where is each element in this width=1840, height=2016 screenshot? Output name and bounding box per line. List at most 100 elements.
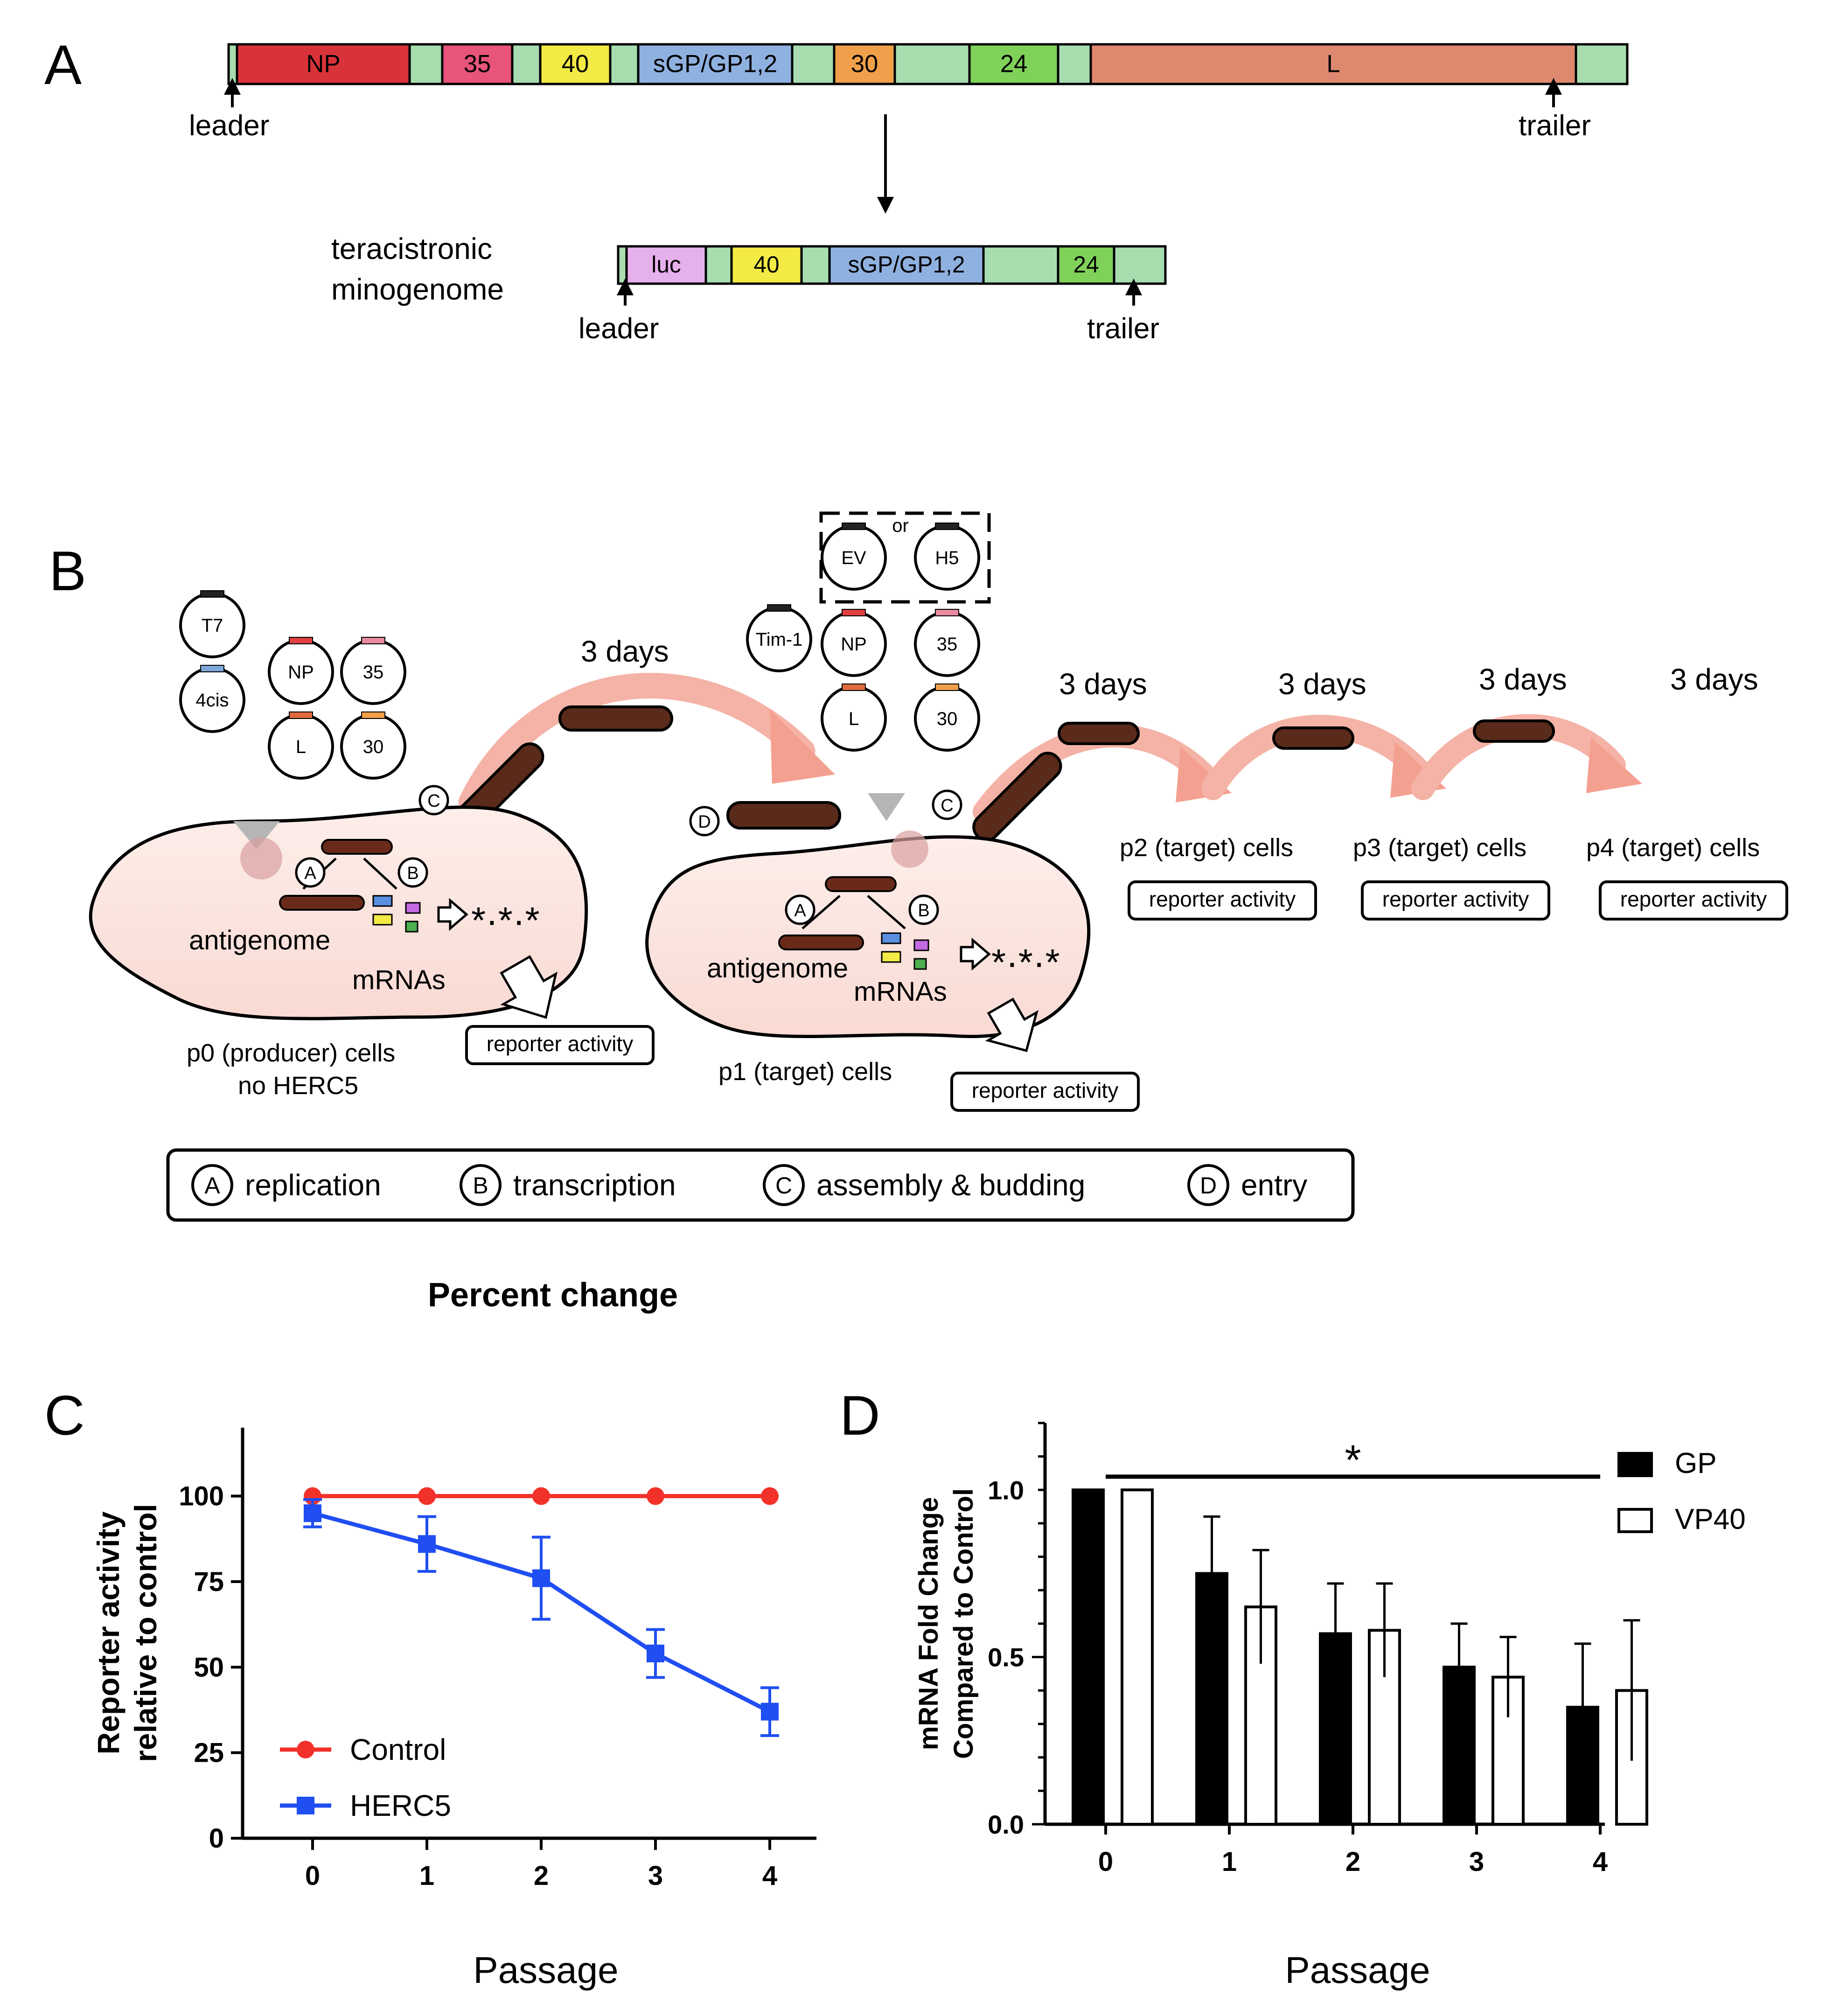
- intergenic-segment: [800, 245, 831, 285]
- x-tick-label: 3: [648, 1861, 663, 1891]
- step-marker-letter: A: [304, 864, 316, 883]
- legend-marker: [297, 1797, 314, 1814]
- days-label-3: 3 days: [1278, 667, 1366, 701]
- gene-segment: [539, 43, 612, 85]
- data-point: [418, 1487, 436, 1505]
- intergenic-segment: [511, 43, 542, 85]
- legend-step-text: transcription: [513, 1168, 676, 1202]
- reporter-boxes: reporter activity reporter activity repo…: [465, 880, 1788, 1112]
- reporter-box-p2: [1128, 880, 1317, 921]
- virion: [558, 705, 673, 732]
- panel-a-letter: A: [44, 34, 82, 96]
- data-point: [761, 1702, 779, 1721]
- virion: [1058, 722, 1140, 745]
- intergenic-segment: [609, 43, 640, 85]
- gene-segment: [236, 43, 411, 85]
- step-marker-letter: B: [407, 864, 418, 883]
- transfer-arrowhead-p0-p1: [770, 709, 835, 784]
- panel-d-letter: D: [840, 1384, 880, 1447]
- plasmid-insert: [935, 684, 959, 691]
- budding-virion: [972, 752, 1062, 842]
- p1-caption: p1 (target) cells: [718, 1058, 892, 1086]
- legend-step-letter: D: [1200, 1172, 1217, 1199]
- mrna-glyph: [372, 895, 393, 907]
- reporter-box-p0: [465, 1025, 655, 1065]
- legend-step-marker: [1187, 1164, 1229, 1206]
- plasmid-insert: [289, 637, 313, 644]
- legend-step-letter: B: [473, 1172, 488, 1199]
- reporter-label-p1: reporter activity: [972, 1078, 1118, 1102]
- step-marker: [418, 785, 449, 816]
- y-axis-title-line2: Compared to Control: [948, 1488, 979, 1759]
- antigenome-rna: [279, 895, 365, 911]
- data-point: [532, 1569, 550, 1587]
- x-axis-title: Passage: [1285, 1949, 1430, 1991]
- x-tick-label: 4: [762, 1861, 777, 1891]
- legend-step-letter: A: [204, 1172, 220, 1199]
- step-marker-letter: A: [794, 901, 806, 921]
- p4-caption: p4 (target) cells: [1586, 834, 1760, 862]
- legend-step-marker: [763, 1164, 805, 1206]
- bar-vp40: [1121, 1488, 1154, 1826]
- gene-segment: [833, 43, 896, 85]
- legend-step-text: entry: [1241, 1168, 1307, 1202]
- y-tick-label: 50: [194, 1652, 224, 1682]
- x-tick-label: 0: [1098, 1847, 1113, 1877]
- transfer-arrow-p0-p1: [458, 673, 815, 816]
- or-label: or: [892, 516, 909, 536]
- alternative-plasmid-box: [819, 511, 991, 604]
- antigenome-rna: [778, 935, 864, 950]
- minigenome-caption-line2: minogenome: [331, 272, 504, 306]
- step-marker: [689, 806, 720, 837]
- gene-segment: [441, 43, 514, 85]
- bar-gp: [1072, 1488, 1105, 1826]
- plasmid-label: EV: [841, 548, 866, 568]
- connector: [363, 858, 397, 890]
- gene-label: sGP/GP1,2: [848, 251, 965, 278]
- data-point: [647, 1645, 664, 1662]
- step-marker: [932, 789, 962, 820]
- intergenic-segment: [1575, 43, 1629, 85]
- y-axis-title-line2: relative to control: [128, 1504, 163, 1762]
- gene-label: 40: [562, 50, 589, 78]
- gene-label: L: [1326, 50, 1340, 78]
- mrna-glyph: [881, 932, 901, 944]
- mini-leader-label: leader: [578, 313, 659, 345]
- plasmid-insert: [200, 665, 224, 672]
- gene-label: 30: [851, 50, 878, 78]
- gene-label: 24: [1000, 50, 1028, 78]
- plasmid-label: L: [296, 737, 306, 757]
- intergenic-segment: [1113, 245, 1167, 285]
- reporter-box-p1: [950, 1072, 1140, 1112]
- legend-swatch: [1617, 1452, 1653, 1477]
- gene-segment: [968, 43, 1059, 85]
- reporter-label-p0: reporter activity: [487, 1032, 633, 1056]
- nucleocapsid-cluster: [891, 830, 928, 868]
- gene-label: 40: [753, 251, 779, 278]
- intergenic-segment: [1057, 43, 1092, 85]
- plasmid-label: L: [849, 709, 859, 729]
- legend-step-text: replication: [245, 1168, 381, 1202]
- panel-b-letter: B: [49, 540, 86, 602]
- percent-change-label: Percent change: [428, 1277, 678, 1314]
- genome-leader-label: leader: [189, 110, 269, 142]
- transfection-arrow-p0: [233, 821, 280, 849]
- legend-label: Control: [350, 1733, 446, 1766]
- p1-antigenome-label: antigenome: [707, 953, 848, 984]
- nucleocapsid-cluster: [240, 837, 282, 879]
- reporter-label-p4: reporter activity: [1620, 887, 1767, 911]
- legend-marker: [297, 1741, 314, 1758]
- data-point: [418, 1535, 436, 1553]
- connector: [867, 895, 906, 929]
- plasmid-label: 35: [937, 634, 958, 655]
- data-point: [532, 1487, 550, 1505]
- gene-label: NP: [306, 50, 340, 78]
- gene-label: luc: [651, 251, 681, 278]
- intergenic-segment: [791, 43, 836, 85]
- step-marker: [785, 894, 815, 925]
